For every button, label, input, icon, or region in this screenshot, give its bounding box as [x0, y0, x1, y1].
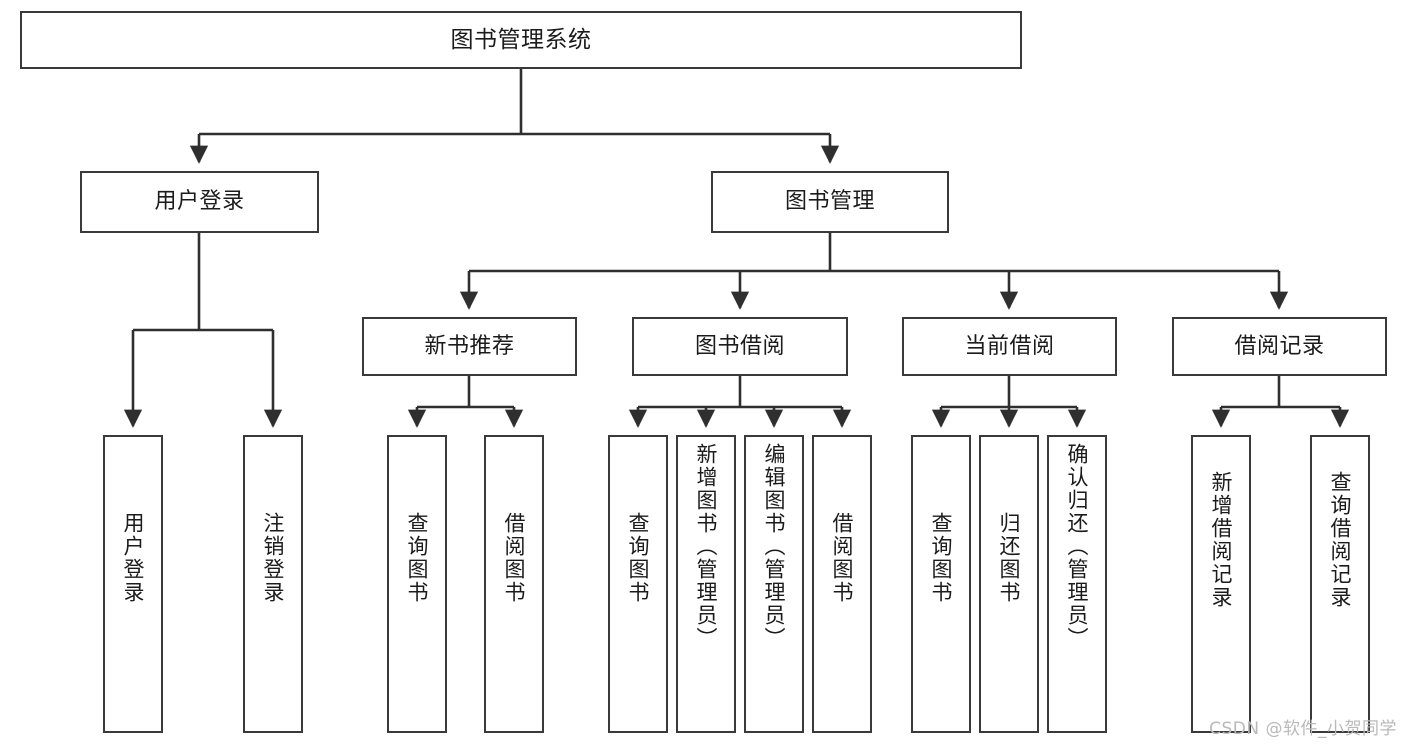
node-label: 查询图书: [929, 512, 954, 604]
leaf-borrow-record-query[interactable]: 查询借阅记录: [1310, 435, 1370, 733]
leaf-current-borrow-return[interactable]: 归还图书: [979, 435, 1039, 733]
node-borrow-record[interactable]: 借阅记录: [1172, 317, 1387, 376]
node-label: 当前借阅: [964, 333, 1055, 359]
leaf-user-login-logout[interactable]: 注销登录: [243, 435, 303, 733]
leaf-current-borrow-query[interactable]: 查询图书: [911, 435, 971, 733]
node-user-login[interactable]: 用户登录: [80, 171, 319, 233]
node-label: 编辑图书（管理员）: [762, 443, 787, 650]
node-root-system[interactable]: 图书管理系统: [20, 11, 1022, 69]
node-label: 新书推荐: [424, 333, 515, 359]
node-label: 查询图书: [405, 512, 430, 604]
node-label: 用户登录: [154, 189, 245, 215]
node-label: 查询图书: [626, 512, 651, 604]
node-label: 确认归还（管理员）: [1065, 443, 1090, 650]
node-label: 查询借阅记录: [1328, 471, 1353, 609]
node-label: 图书借阅: [694, 333, 785, 359]
node-label: 借阅记录: [1234, 333, 1325, 359]
node-label: 借阅图书: [502, 512, 527, 604]
node-book-management[interactable]: 图书管理: [711, 171, 949, 233]
leaf-user-login-login[interactable]: 用户登录: [103, 435, 163, 733]
leaf-book-borrow-add[interactable]: 新增图书（管理员）: [676, 435, 736, 733]
node-label: 借阅图书: [830, 512, 855, 604]
leaf-book-borrow-edit[interactable]: 编辑图书（管理员）: [744, 435, 804, 733]
node-new-book-recommend[interactable]: 新书推荐: [362, 317, 577, 376]
node-label: 新增借阅记录: [1209, 471, 1234, 609]
node-label: 用户登录: [121, 512, 146, 604]
leaf-new-book-borrow[interactable]: 借阅图书: [484, 435, 544, 733]
leaf-book-borrow-query[interactable]: 查询图书: [608, 435, 668, 733]
node-book-borrow[interactable]: 图书借阅: [632, 317, 848, 376]
leaf-borrow-record-add[interactable]: 新增借阅记录: [1191, 435, 1251, 733]
node-label: 归还图书: [997, 512, 1022, 604]
leaf-current-borrow-confirm[interactable]: 确认归还（管理员）: [1047, 435, 1107, 733]
leaf-book-borrow-borrow[interactable]: 借阅图书: [812, 435, 872, 733]
node-label: 图书管理系统: [450, 26, 592, 53]
leaf-new-book-query[interactable]: 查询图书: [387, 435, 447, 733]
node-current-borrow[interactable]: 当前借阅: [902, 317, 1117, 376]
node-label: 注销登录: [261, 512, 286, 604]
node-label: 新增图书（管理员）: [694, 443, 719, 650]
watermark-text: CSDN @软件_小贺同学: [1209, 719, 1397, 739]
node-label: 图书管理: [784, 189, 875, 215]
